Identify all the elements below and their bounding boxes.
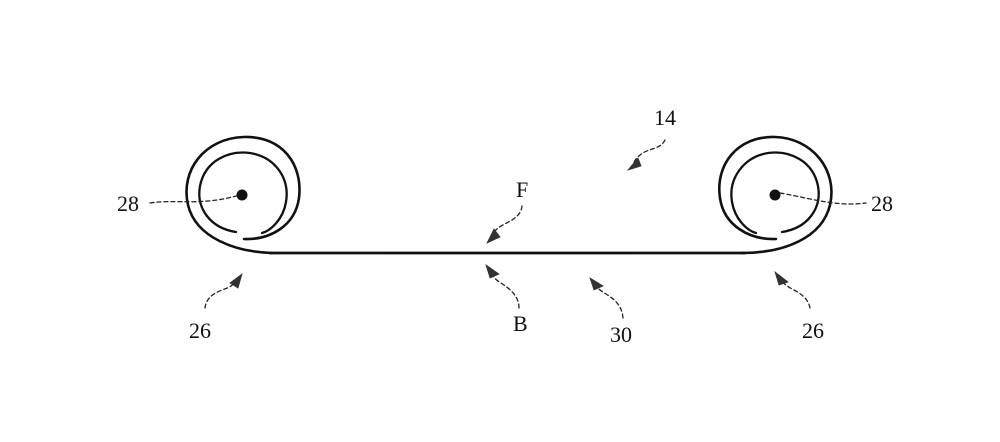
- right-roll-core: [769, 189, 781, 201]
- leader-line: [781, 280, 811, 309]
- label-14: 14: [654, 105, 676, 130]
- leader-line: [204, 282, 235, 309]
- left-roll-core: [236, 189, 248, 201]
- arrowhead: [485, 264, 500, 279]
- leader-line: [596, 285, 624, 319]
- leader-line: [492, 205, 523, 235]
- leader-B: [485, 264, 520, 309]
- left-roll-outer-wrap: [185, 135, 301, 255]
- right-roll-outer-wrap: [718, 135, 833, 255]
- leader-26-right: [774, 270, 811, 309]
- arrowhead: [229, 272, 243, 289]
- arrowhead: [626, 157, 642, 171]
- label-26-left: 26: [189, 318, 211, 343]
- arrowhead: [589, 277, 604, 291]
- leader-26-left: [204, 272, 243, 309]
- label-B: B: [513, 311, 528, 336]
- right-roll-inner-spiral: [730, 151, 820, 235]
- leader-14: [626, 139, 666, 171]
- leader-30: [589, 277, 624, 319]
- leader-line: [779, 192, 867, 205]
- leader-28-left: [149, 195, 237, 204]
- label-28-left: 28: [117, 191, 139, 216]
- label-30: 30: [610, 322, 632, 347]
- label-26-right: 26: [802, 318, 824, 343]
- right-roll: [718, 135, 833, 255]
- leader-28-right: [779, 192, 867, 205]
- arrowhead: [774, 270, 789, 286]
- leader-line: [491, 273, 520, 309]
- left-roll: [185, 135, 301, 255]
- label-F: F: [516, 177, 528, 202]
- arrowhead: [486, 228, 501, 244]
- leader-line: [632, 139, 666, 166]
- left-roll-inner-spiral: [198, 151, 288, 235]
- leader-F: [486, 205, 523, 244]
- leader-line: [149, 195, 237, 204]
- label-28-right: 28: [871, 191, 893, 216]
